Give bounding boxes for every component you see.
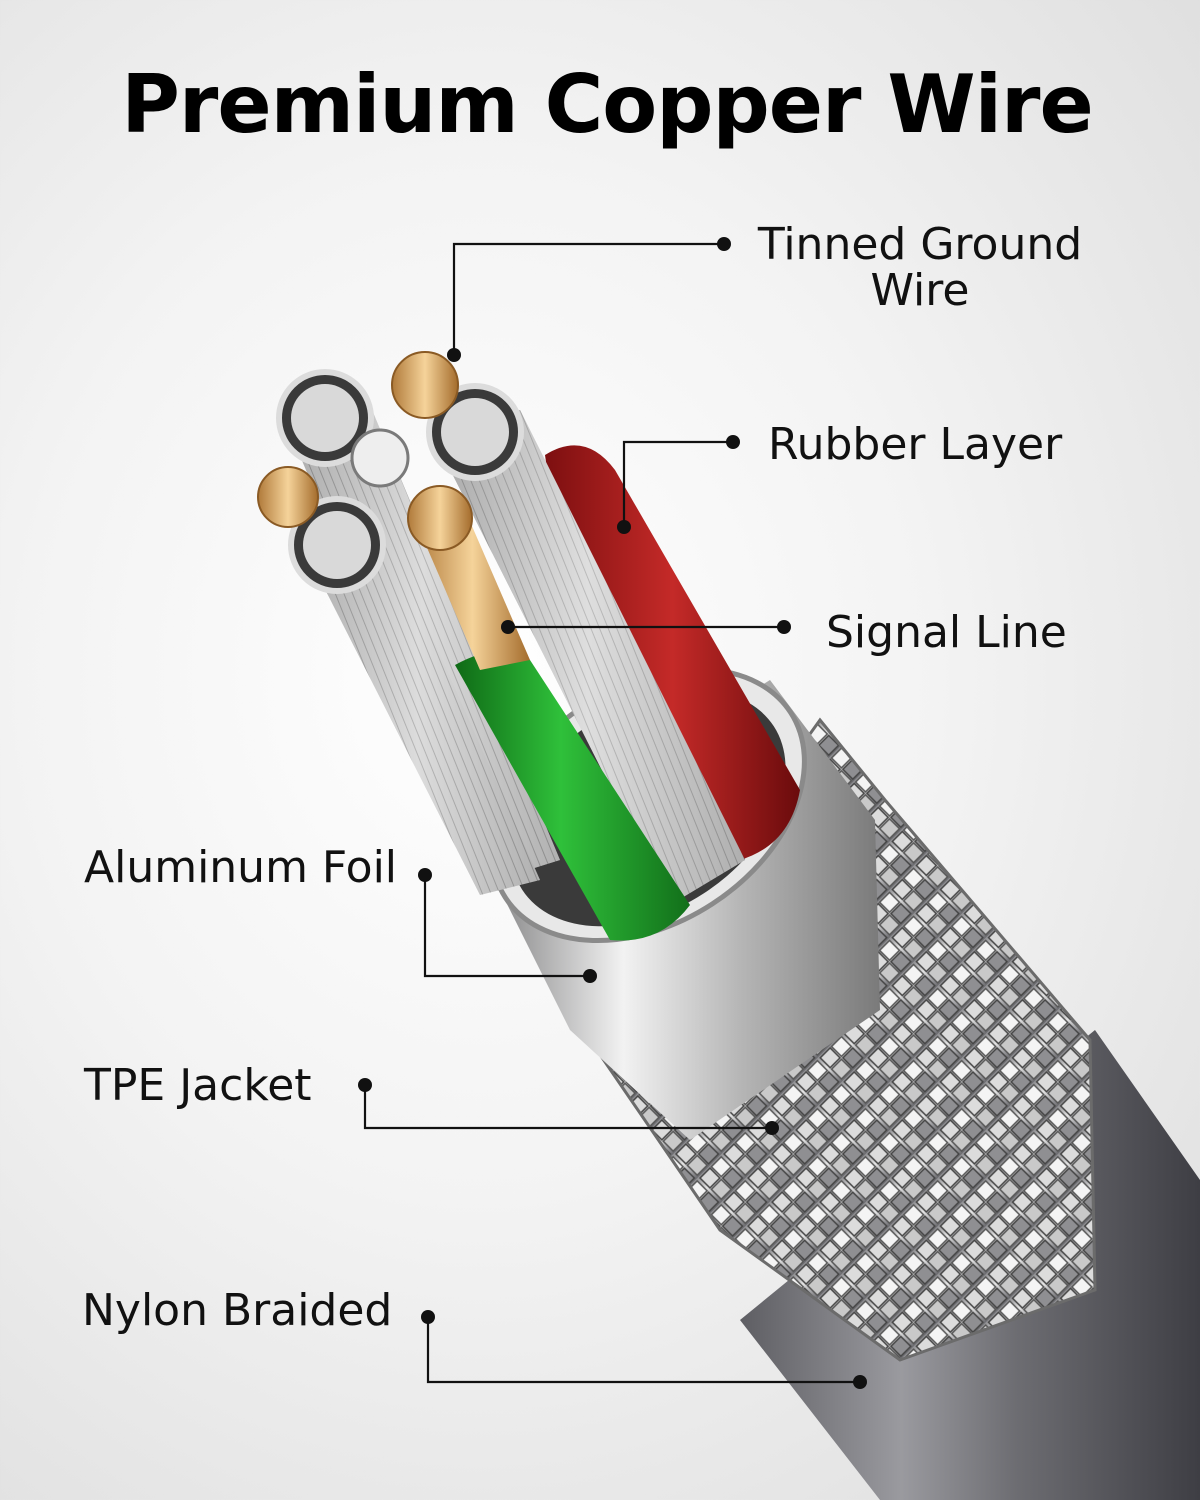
label-aluminum-foil: Aluminum Foil xyxy=(84,842,398,893)
leader-line-nylon-braided xyxy=(426,1317,860,1384)
leader-dot xyxy=(583,969,597,983)
leader-dot xyxy=(726,435,740,449)
label-tinned-ground-wire-line2: Wire xyxy=(870,265,970,316)
red-core-shape xyxy=(545,445,800,860)
label-tpe-jacket: TPE Jacket xyxy=(84,1060,312,1111)
leader-line-rubber-layer xyxy=(622,440,733,527)
leader-dot xyxy=(765,1121,779,1135)
label-rubber-layer: Rubber Layer xyxy=(768,419,1063,470)
leader-dot xyxy=(717,237,731,251)
leader-dot xyxy=(853,1375,867,1389)
leader-dot xyxy=(617,520,631,534)
leader-dot xyxy=(501,620,515,634)
leader-dot xyxy=(358,1078,372,1092)
leader-dot xyxy=(777,620,791,634)
leader-dot xyxy=(421,1310,435,1324)
leader-line-aluminum-foil xyxy=(423,875,590,978)
label-signal-line: Signal Line xyxy=(826,607,1067,658)
label-nylon-braided: Nylon Braided xyxy=(82,1285,393,1336)
leader-dot xyxy=(447,348,461,362)
label-tinned-ground-wire-line1: Tinned Ground xyxy=(757,219,1083,270)
wire-end-caps xyxy=(257,351,524,594)
leader-line-tinned-ground xyxy=(452,242,724,355)
leader-line-tpe-jacket xyxy=(363,1085,772,1130)
leader-dot xyxy=(418,868,432,882)
page-title: Premium Copper Wire xyxy=(121,58,1093,151)
label-tinned-ground-wire: Tinned Ground Wire xyxy=(740,222,1100,314)
